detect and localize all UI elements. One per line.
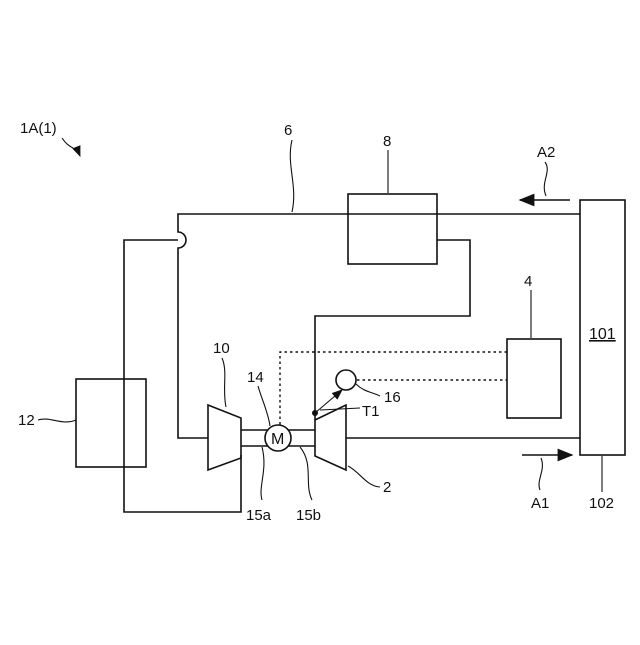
cooler-box [348, 194, 437, 264]
leader-6 [290, 140, 293, 212]
leader-16 [356, 384, 380, 396]
label-a2: A2 [537, 144, 555, 161]
sensor-circle [336, 370, 356, 390]
leader-a1 [539, 458, 542, 490]
component-box [76, 379, 146, 467]
label-12: 12 [18, 412, 35, 429]
label-10: 10 [213, 340, 230, 357]
turbine [315, 405, 346, 470]
label-a1: A1 [531, 495, 549, 512]
label-102: 102 [589, 495, 614, 512]
leader-2 [348, 466, 380, 487]
leader-15a [261, 447, 264, 500]
label-8: 8 [383, 133, 391, 150]
controller-box [507, 339, 561, 418]
label-16: 16 [384, 389, 401, 406]
leader-12 [38, 419, 76, 422]
bypass-pipe [124, 240, 241, 512]
label-101: 101 [589, 326, 616, 343]
leader-14 [258, 386, 270, 426]
label-6: 6 [284, 122, 292, 139]
label-4: 4 [524, 273, 532, 290]
leader-10 [222, 358, 226, 407]
label-system: 1A(1) [20, 120, 57, 137]
label-15b: 15b [296, 507, 321, 524]
motor-label: M [271, 431, 284, 448]
leader-a2 [544, 162, 547, 196]
leader-15b [300, 447, 312, 500]
label-14: 14 [247, 369, 264, 386]
label-2: 2 [383, 479, 391, 496]
compressor [208, 405, 241, 470]
label-t1: T1 [362, 403, 380, 420]
label-15a: 15a [246, 507, 272, 524]
leader-system [62, 138, 80, 156]
sensor-point [312, 410, 318, 416]
